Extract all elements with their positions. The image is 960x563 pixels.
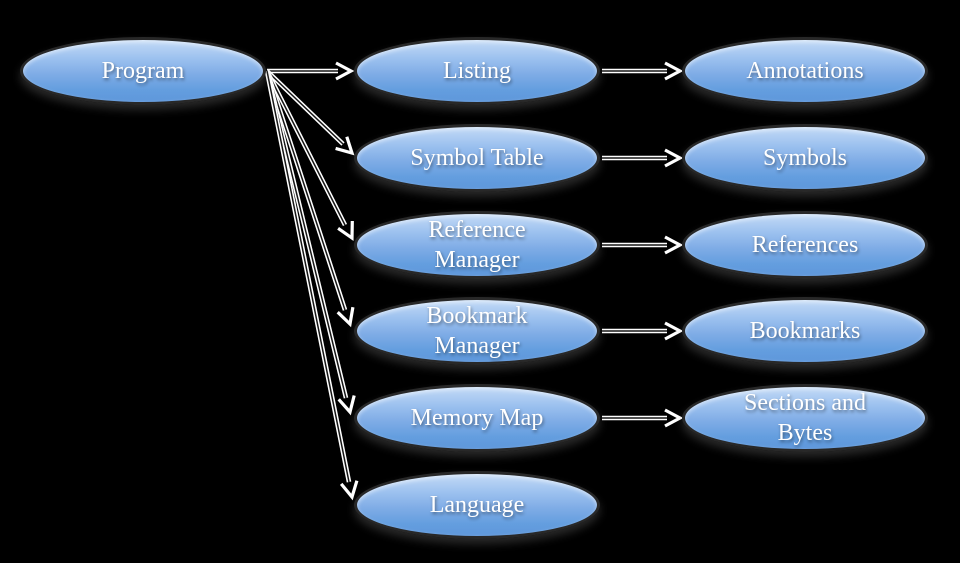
node-bookmarks-label: Bookmarks xyxy=(749,318,861,344)
arrow-reference-manager-references xyxy=(602,235,684,255)
node-sections-and-bytes-label: Sections and Bytes xyxy=(744,390,866,446)
node-bookmarks: Bookmarks xyxy=(682,297,928,365)
arrow-program-memory-map xyxy=(264,70,356,416)
node-language-label: Language xyxy=(429,492,525,518)
node-listing: Listing xyxy=(354,37,600,105)
arrow-program-bookmark-manager xyxy=(264,70,355,328)
node-program-label: Program xyxy=(101,58,185,84)
arrow-listing-annotations xyxy=(602,61,684,81)
node-reference-manager-label: Reference Manager xyxy=(428,217,526,273)
arrow-bookmark-manager-bookmarks xyxy=(602,321,684,341)
node-bookmark-manager-label: Bookmark Manager xyxy=(426,303,528,359)
node-symbol-table-label: Symbol Table xyxy=(410,145,544,171)
arrow-memory-map-sections-bytes xyxy=(602,408,684,428)
node-annotations-label: Annotations xyxy=(746,58,864,84)
node-symbols-label: Symbols xyxy=(762,145,848,171)
node-memory-map-label: Memory Map xyxy=(410,405,544,431)
node-listing-label: Listing xyxy=(442,58,511,84)
node-bookmark-manager: Bookmark Manager xyxy=(354,297,600,365)
arrow-program-symbol-table xyxy=(265,69,355,156)
node-references-label: References xyxy=(751,232,859,258)
node-symbol-table: Symbol Table xyxy=(354,124,600,192)
arrow-program-language xyxy=(264,70,359,501)
node-references: References xyxy=(682,211,928,279)
node-symbols: Symbols xyxy=(682,124,928,192)
arrow-program-reference-manager xyxy=(264,69,354,242)
node-memory-map: Memory Map xyxy=(354,384,600,452)
node-sections-and-bytes: Sections and Bytes xyxy=(682,384,928,452)
node-annotations: Annotations xyxy=(682,37,928,105)
node-language: Language xyxy=(354,471,600,539)
node-reference-manager: Reference Manager xyxy=(354,211,600,279)
node-program: Program xyxy=(20,37,266,105)
arrow-symbol-table-symbols xyxy=(602,148,684,168)
arrow-program-listing xyxy=(267,61,355,81)
